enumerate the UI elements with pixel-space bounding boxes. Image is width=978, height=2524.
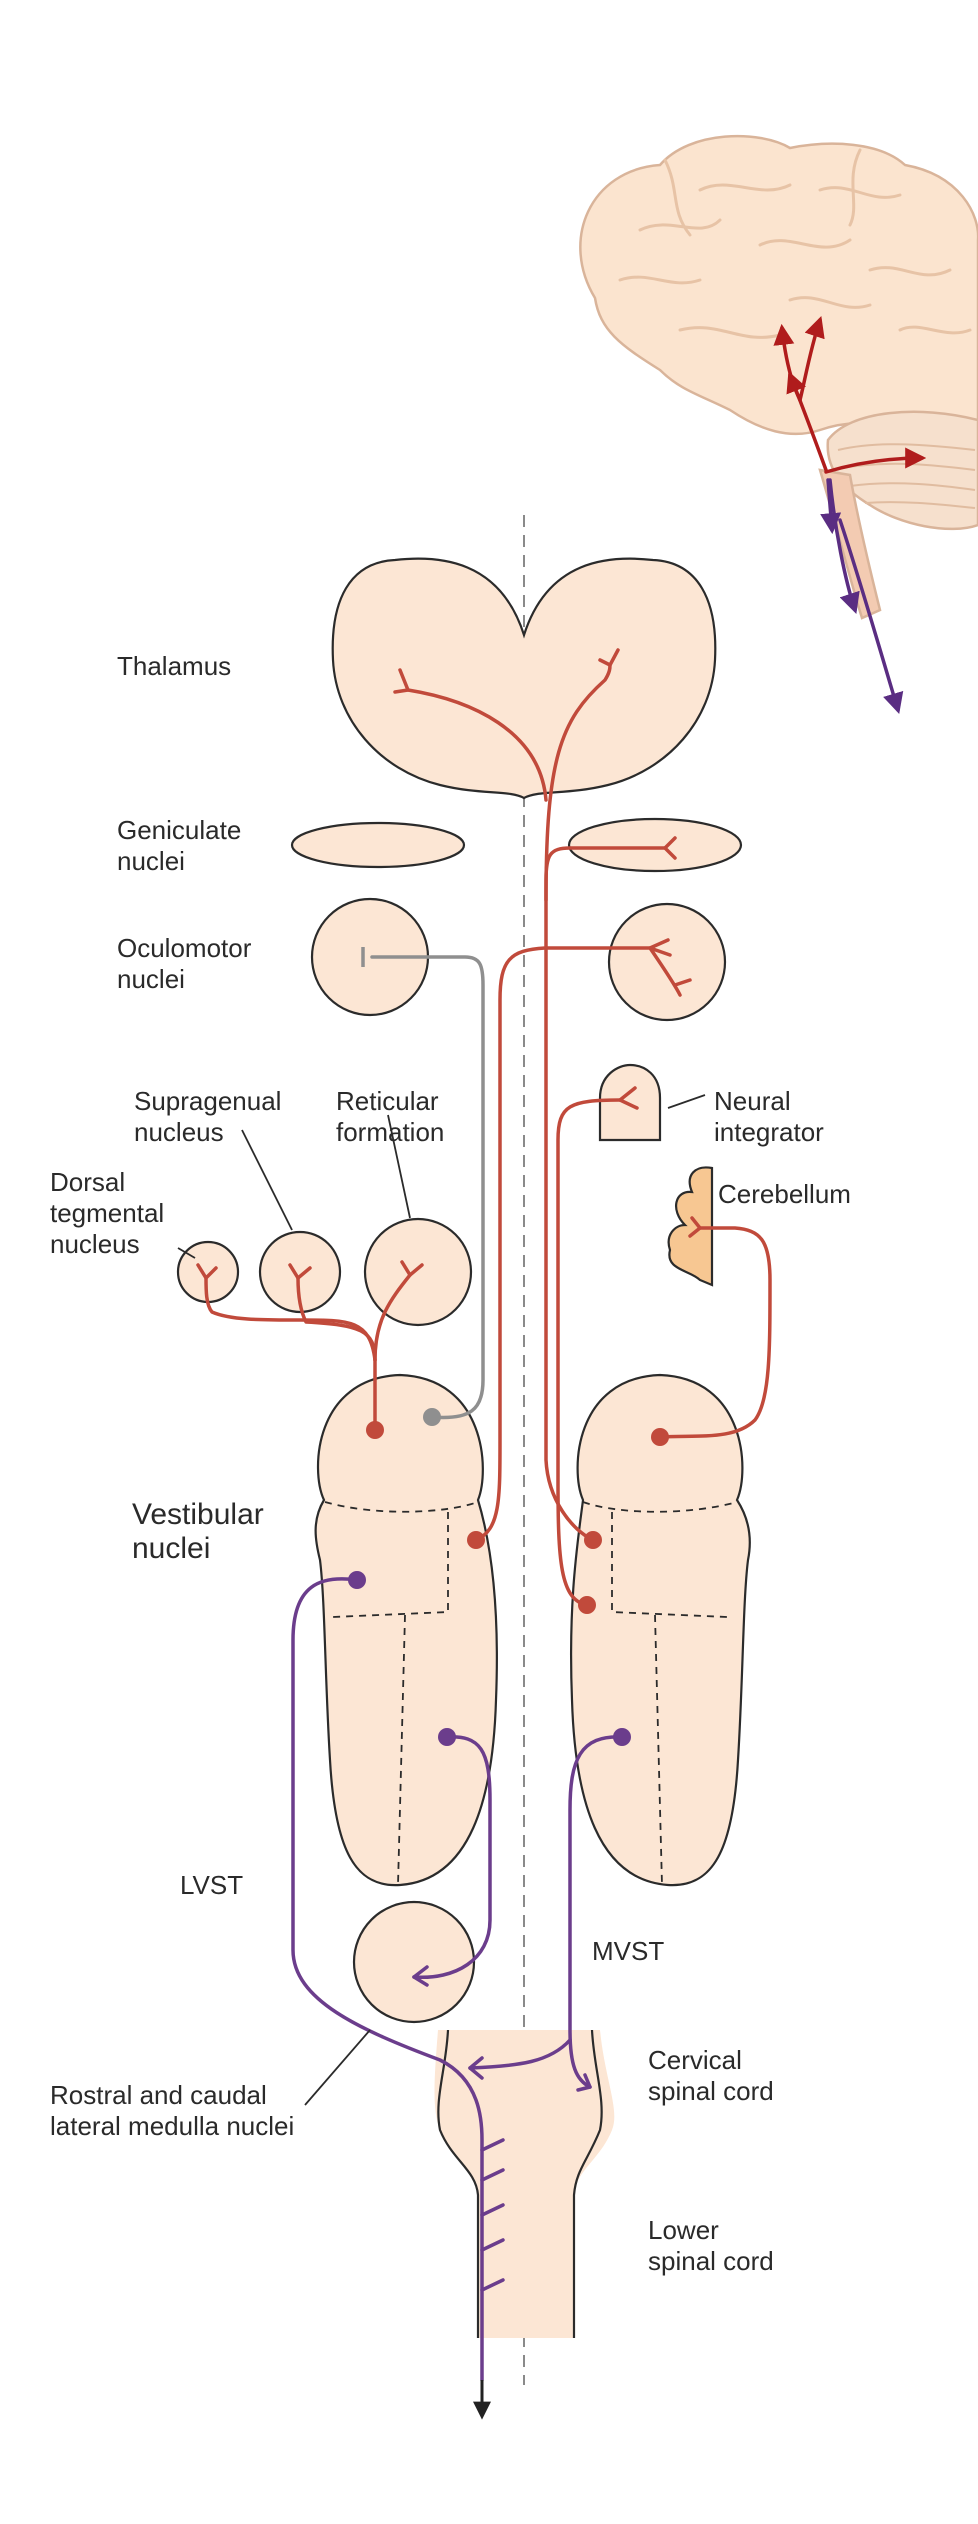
cerebellum-lobe bbox=[667, 1166, 714, 1287]
mvst-tract-left bbox=[468, 2038, 572, 2070]
reticular-circle bbox=[363, 1217, 473, 1327]
supragenual-circle bbox=[258, 1230, 342, 1314]
medulla-tract bbox=[412, 1735, 492, 1980]
mvst-tract-right bbox=[568, 1735, 624, 2089]
label-lower: Lower spinal cord bbox=[648, 2215, 774, 2276]
leader-medulla bbox=[304, 2029, 371, 2106]
label-lvst: LVST bbox=[180, 1870, 244, 1900]
label-neural-integrator: Neural integrator bbox=[714, 1086, 824, 1147]
label-cerebellum: Cerebellum bbox=[718, 1179, 851, 1209]
brain-icon bbox=[579, 134, 978, 715]
ascending-tract-left bbox=[474, 946, 652, 1542]
thalamus-projection-left bbox=[406, 688, 548, 802]
dot-oculomotor-gray bbox=[423, 1408, 441, 1426]
oculomotor-tract bbox=[370, 955, 485, 1420]
leader-reticular bbox=[387, 1114, 411, 1219]
label-supragenual: Supragenual nucleus bbox=[134, 1086, 282, 1147]
neural-integrator-tract bbox=[556, 1098, 622, 1607]
lvst-tract bbox=[291, 1577, 484, 2382]
ascending-tract-right bbox=[544, 846, 667, 1542]
medulla-circle bbox=[352, 1900, 476, 2024]
label-mvst: MVST bbox=[592, 1936, 665, 1966]
vestibular-left bbox=[314, 1373, 498, 1887]
geniculate-right bbox=[567, 817, 743, 873]
label-geniculate: Geniculate nuclei bbox=[117, 815, 242, 876]
leader-neural-integrator bbox=[667, 1094, 706, 1109]
dot-lateral-left bbox=[366, 1421, 384, 1439]
label-vestibular: Vestibular nuclei bbox=[132, 1498, 264, 1565]
label-oculomotor: Oculomotor nuclei bbox=[117, 933, 252, 994]
dot-medial-right bbox=[613, 1728, 631, 1746]
dot-ascending-left bbox=[467, 1531, 485, 1549]
dot-ascending-right bbox=[584, 1531, 602, 1549]
dot-lvst bbox=[348, 1571, 366, 1589]
dot-medial-left bbox=[438, 1728, 456, 1746]
dot-cerebellar bbox=[651, 1428, 669, 1446]
label-dorsal-tegmental: Dorsal tegmental nucleus bbox=[50, 1167, 165, 1259]
label-reticular: Reticular formation bbox=[336, 1086, 445, 1147]
oculomotor-right bbox=[607, 902, 727, 1022]
leader-supragenual bbox=[241, 1129, 293, 1231]
cerebellum-tract bbox=[658, 1226, 772, 1439]
thalamus-projection bbox=[544, 663, 612, 902]
label-thalamus: Thalamus bbox=[117, 651, 232, 681]
geniculate-left bbox=[290, 821, 466, 869]
leader-dorsal bbox=[177, 1247, 196, 1259]
dot-integrator bbox=[578, 1596, 596, 1614]
label-rostral-caudal: Rostral and caudal lateral medulla nucle… bbox=[50, 2080, 295, 2141]
neural-integrator-shape bbox=[598, 1063, 662, 1142]
thalamus-shape bbox=[331, 557, 717, 800]
label-cervical: Cervical spinal cord bbox=[648, 2045, 774, 2106]
vestibular-right bbox=[570, 1373, 751, 1887]
